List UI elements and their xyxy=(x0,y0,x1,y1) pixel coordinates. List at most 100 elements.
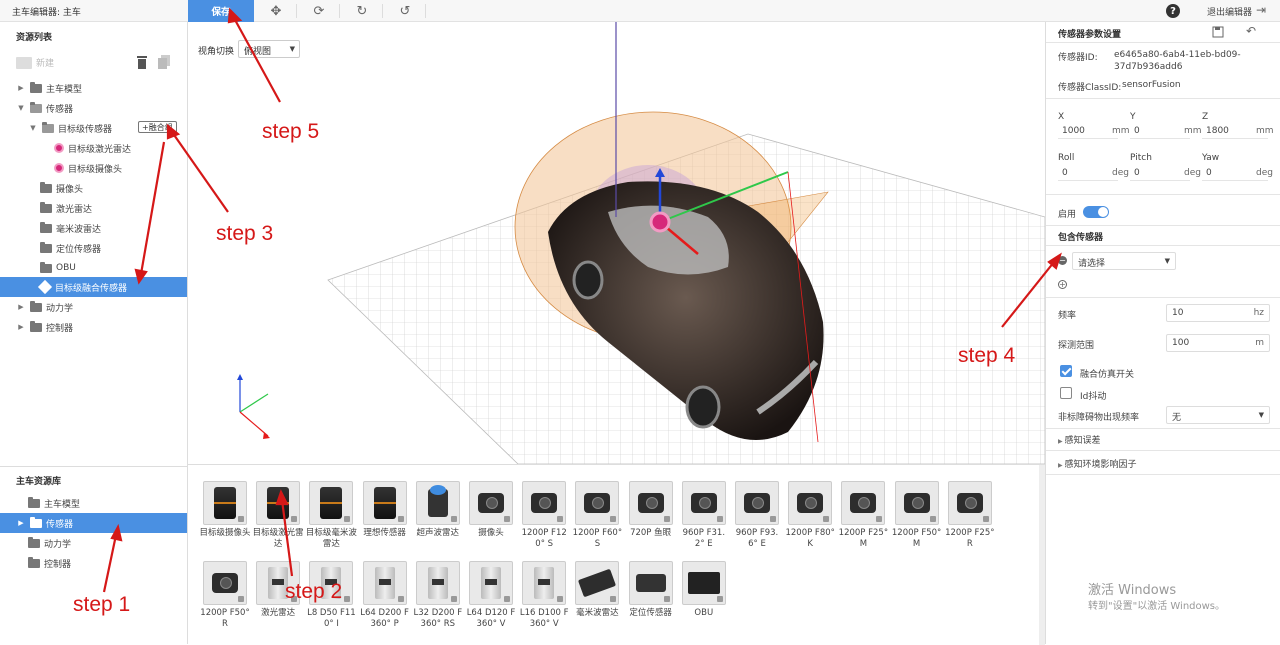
library-scrollbar[interactable] xyxy=(1039,465,1045,645)
perception-error-section[interactable]: ▶ 感知误差 xyxy=(1058,433,1101,446)
tree-item-sensors[interactable]: ▼ 传感器 xyxy=(0,98,187,118)
enable-toggle[interactable] xyxy=(1083,206,1109,218)
scene-canvas[interactable] xyxy=(188,22,1045,464)
library-item[interactable]: 1200P F50° R xyxy=(199,561,251,630)
tree-item-object-level-sensors[interactable]: ▼ 目标级传感器 xyxy=(0,118,187,138)
rotate-view-icon[interactable]: ⟳ xyxy=(313,3,325,19)
id-jitter-checkbox[interactable] xyxy=(1060,387,1072,399)
library-item-thumbnail[interactable] xyxy=(362,561,407,605)
library-item-thumbnail[interactable] xyxy=(522,561,567,605)
library-item-thumbnail[interactable] xyxy=(894,481,939,525)
help-icon[interactable]: ? xyxy=(1166,4,1180,18)
undo-icon[interactable]: ↺ xyxy=(399,3,411,19)
library-item-sensors[interactable]: ▶ 传感器 xyxy=(0,513,187,533)
library-item-dynamics[interactable]: 动力学 xyxy=(0,533,187,553)
library-item-controller[interactable]: 控制器 xyxy=(0,553,187,573)
save-params-icon[interactable] xyxy=(1212,26,1224,38)
library-item[interactable]: 定位传感器 xyxy=(625,561,677,619)
tree-item-object-lidar[interactable]: 目标级激光雷达 xyxy=(0,138,187,158)
caret-icon[interactable]: ▼ xyxy=(30,124,36,132)
caret-icon[interactable]: ▶ xyxy=(18,323,24,331)
y-input[interactable]: 0 xyxy=(1134,126,1140,136)
pitch-input[interactable]: 0 xyxy=(1134,168,1140,178)
library-item[interactable]: L8 D50 F110° I xyxy=(305,561,357,630)
roll-input[interactable]: 0 xyxy=(1062,168,1068,178)
library-item-thumbnail[interactable] xyxy=(469,561,513,605)
library-item[interactable]: 1200P F25° M xyxy=(837,481,889,550)
library-item-thumbnail[interactable] xyxy=(788,481,833,525)
library-item-thumbnail[interactable] xyxy=(415,481,460,525)
library-item[interactable]: L32 D200 F360° RS xyxy=(412,561,464,630)
exit-icon[interactable]: ⇥ xyxy=(1256,3,1267,17)
library-item-thumbnail[interactable] xyxy=(469,481,513,525)
caret-icon[interactable]: ▶ xyxy=(18,303,24,311)
vehicle-model[interactable] xyxy=(548,181,824,440)
library-item[interactable]: 960P F31.2° E xyxy=(678,481,730,550)
library-item-thumbnail[interactable] xyxy=(415,561,460,605)
tree-item-controller[interactable]: ▶ 控制器 xyxy=(0,317,187,337)
tree-item-lidar[interactable]: 激光雷达 xyxy=(0,198,187,218)
library-item[interactable]: 1200P F80° K xyxy=(784,481,836,550)
library-item-thumbnail[interactable] xyxy=(309,481,354,525)
library-item-thumbnail[interactable] xyxy=(841,481,886,525)
library-item-thumbnail[interactable] xyxy=(628,561,673,605)
library-item[interactable]: 超声波雷达 xyxy=(412,481,464,539)
fusion-sim-checkbox[interactable] xyxy=(1060,365,1072,377)
view-select[interactable]: 俯视图 ▼ xyxy=(238,40,300,58)
library-item-vehicle-model[interactable]: 主车模型 xyxy=(0,493,187,513)
library-item-thumbnail[interactable] xyxy=(628,481,673,525)
save-button[interactable]: 保存 xyxy=(188,0,254,22)
copy-icon[interactable] xyxy=(158,55,170,69)
tree-item-obu[interactable]: OBU xyxy=(0,258,187,278)
add-sensor-icon[interactable]: + xyxy=(1058,280,1067,289)
tree-item-fusion-sensor[interactable]: 目标级融合传感器 xyxy=(0,277,187,297)
library-item-thumbnail[interactable] xyxy=(575,481,620,525)
caret-icon[interactable]: ▶ xyxy=(18,519,24,527)
add-fusion-group-button[interactable]: +融合组 xyxy=(138,121,177,133)
library-item-thumbnail[interactable] xyxy=(256,481,301,525)
library-item[interactable]: L16 D100 F360° V xyxy=(518,561,570,630)
library-item-thumbnail[interactable] xyxy=(681,481,726,525)
library-item[interactable]: 摄像头 xyxy=(465,481,517,539)
library-item-thumbnail[interactable] xyxy=(575,561,620,605)
tree-item-camera[interactable]: 摄像头 xyxy=(0,178,187,198)
library-item-thumbnail[interactable] xyxy=(203,481,247,525)
yaw-input[interactable]: 0 xyxy=(1206,168,1212,178)
library-item[interactable]: 1200P F120° S xyxy=(518,481,570,550)
library-item[interactable]: 960P F93.6° E xyxy=(731,481,783,550)
library-item-thumbnail[interactable] xyxy=(203,561,247,605)
library-item[interactable]: L64 D120 F360° V xyxy=(465,561,517,630)
tree-item-radar[interactable]: 毫米波雷达 xyxy=(0,218,187,238)
library-item-thumbnail[interactable] xyxy=(362,481,407,525)
library-item-thumbnail[interactable] xyxy=(309,561,354,605)
sensor-select[interactable]: 请选择 ▼ xyxy=(1072,252,1176,270)
tree-item-vehicle-model[interactable]: ▶ 主车模型 xyxy=(0,78,187,98)
3d-viewport[interactable]: 视角切换 俯视图 ▼ xyxy=(188,22,1045,464)
library-item[interactable]: 目标级摄像头 xyxy=(199,481,251,539)
undo-params-icon[interactable]: ↶ xyxy=(1246,24,1257,38)
tree-item-object-camera[interactable]: 目标级摄像头 xyxy=(0,158,187,178)
library-item[interactable]: 目标级毫米波雷达 xyxy=(305,481,357,550)
exit-editor-link[interactable]: 退出编辑器 xyxy=(1207,8,1253,18)
transform-gizmo[interactable] xyxy=(615,22,819,443)
range-input[interactable]: 100 m xyxy=(1166,334,1270,352)
redo-icon[interactable]: ↻ xyxy=(356,3,368,19)
new-button[interactable]: 新建 xyxy=(16,56,54,69)
library-item[interactable]: 720P 鱼眼 xyxy=(625,481,677,539)
library-item[interactable]: OBU xyxy=(678,561,730,619)
tree-item-positioning[interactable]: 定位传感器 xyxy=(0,238,187,258)
nonstandard-select[interactable]: 无 ▼ xyxy=(1166,406,1270,424)
env-factor-section[interactable]: ▶ 感知环境影响因子 xyxy=(1058,457,1137,470)
move-icon[interactable]: ✥ xyxy=(270,3,282,19)
library-item-thumbnail[interactable] xyxy=(947,481,992,525)
trash-icon[interactable] xyxy=(136,55,148,69)
library-item-thumbnail[interactable] xyxy=(681,561,726,605)
library-item-thumbnail[interactable] xyxy=(735,481,779,525)
x-input[interactable]: 1000 xyxy=(1062,126,1085,136)
caret-icon[interactable]: ▼ xyxy=(18,104,24,112)
library-item[interactable]: 1200P F50° M xyxy=(891,481,943,550)
library-item-thumbnail[interactable] xyxy=(522,481,567,525)
library-item[interactable]: 目标级激光雷达 xyxy=(252,481,304,550)
library-item[interactable]: 1200P F25° R xyxy=(944,481,996,550)
z-input[interactable]: 1800 xyxy=(1206,126,1229,136)
